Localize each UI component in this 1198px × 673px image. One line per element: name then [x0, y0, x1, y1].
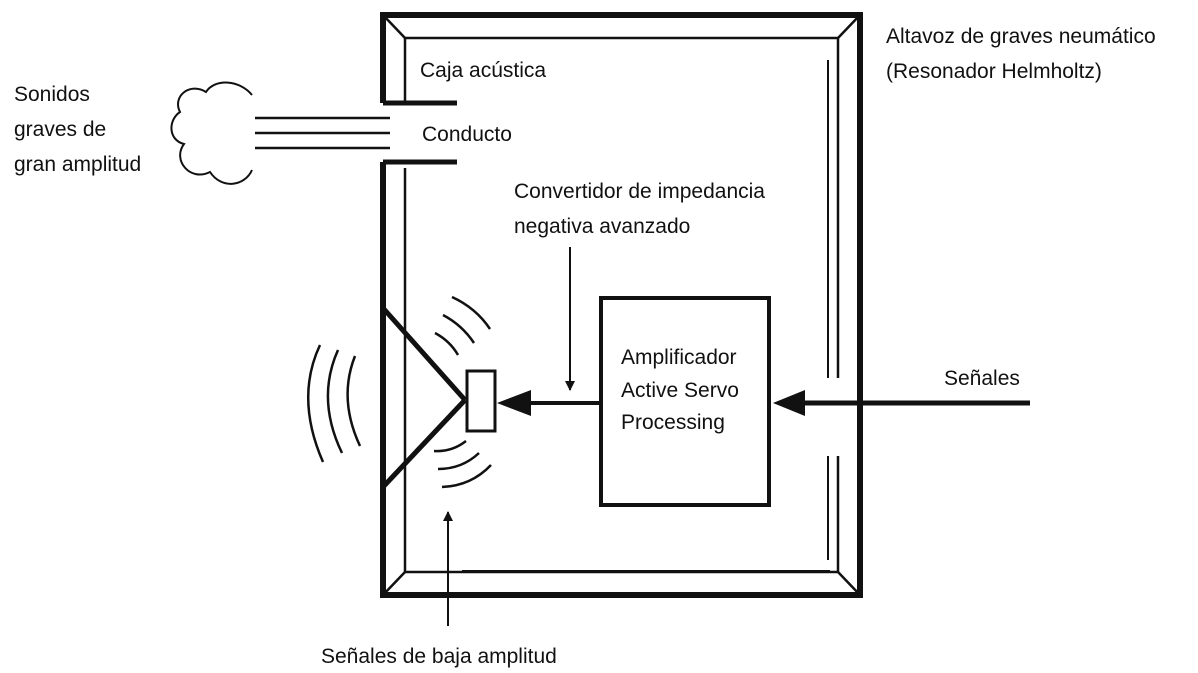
label-convertidor-line2: negativa avanzado	[514, 215, 691, 238]
sound-waves-left	[307, 344, 362, 463]
speaker-cone-lower	[381, 398, 467, 489]
sound-cloud-icon	[170, 81, 253, 185]
sound-waves-lower-right	[433, 440, 492, 489]
enclosure-outer-wall	[380, 12, 863, 598]
signal-arrows	[443, 247, 1030, 626]
input-signal-arrowhead	[773, 390, 805, 416]
label-convertidor-line1: Convertidor de impedancia	[514, 180, 765, 203]
bevel-bottom-left	[382, 571, 406, 596]
sound-waves-upper-right	[434, 295, 492, 356]
label-conducto: Conducto	[422, 123, 512, 146]
label-altavoz-line2: (Resonador Helmholtz)	[886, 60, 1102, 83]
speaker-driver	[381, 306, 497, 489]
label-amplificador-line2: Active Servo	[621, 379, 739, 402]
label-caja-acustica: Caja acústica	[420, 59, 547, 82]
label-amplificador-line3: Processing	[621, 411, 725, 434]
speaker-cone-upper	[381, 306, 467, 402]
label-senales-baja-amplitud: Señales de baja amplitud	[321, 645, 557, 668]
enclosure-inner-wall-top	[403, 36, 840, 378]
label-sonidos-line2: graves de	[14, 118, 107, 141]
voice-coil	[465, 369, 497, 433]
bevel-top-right	[837, 14, 861, 39]
bevel-bottom-right	[837, 571, 861, 596]
label-altavoz-line1: Altavoz de graves neumático	[886, 25, 1156, 48]
label-senales: Señales	[944, 367, 1020, 390]
amp-to-coil-arrowhead	[497, 390, 531, 416]
bevel-top-left	[382, 14, 406, 39]
label-sonidos-line1: Sonidos	[14, 83, 90, 106]
label-sonidos-line3: gran amplitud	[14, 153, 142, 176]
speaker-enclosure	[380, 12, 863, 598]
duct-airflow-lines	[255, 116, 390, 150]
label-amplificador-line1: Amplificador	[621, 346, 737, 369]
